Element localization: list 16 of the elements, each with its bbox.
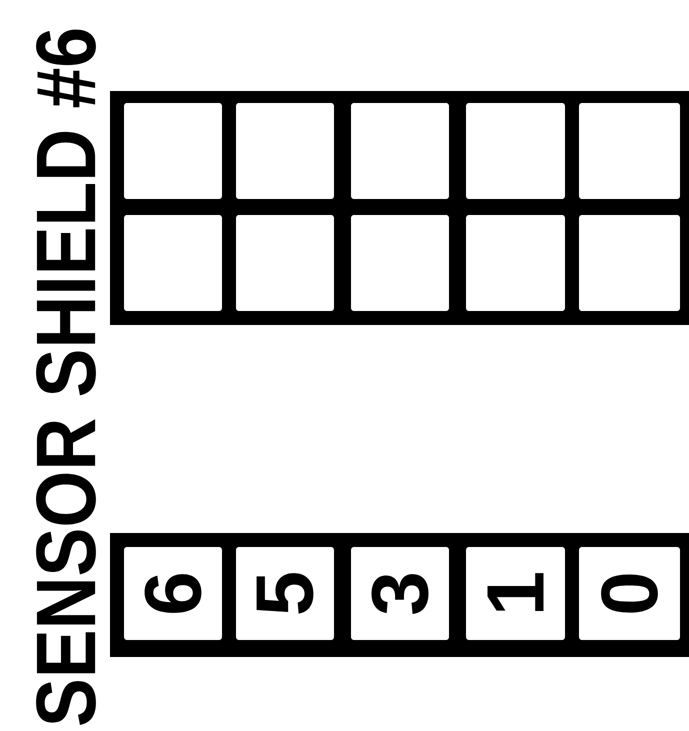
empty-cell: [236, 215, 334, 311]
digit-cell: 0: [579, 547, 680, 640]
empty-cell: [124, 103, 222, 199]
empty-cell: [351, 103, 449, 199]
empty-cell: [236, 103, 334, 199]
empty-cell: [351, 215, 449, 311]
digit-cell: 1: [466, 547, 565, 640]
digit-cell: 3: [351, 547, 449, 640]
vertical-label: SENSOR SHIELD #6: [36, 30, 96, 725]
empty-cell: [124, 215, 222, 311]
digit-cell: 6: [124, 547, 222, 640]
empty-cell: [579, 215, 680, 311]
empty-cell: [466, 215, 565, 311]
empty-cell: [579, 103, 680, 199]
empty-cell: [466, 103, 565, 199]
digit-cell: 5: [236, 547, 334, 640]
